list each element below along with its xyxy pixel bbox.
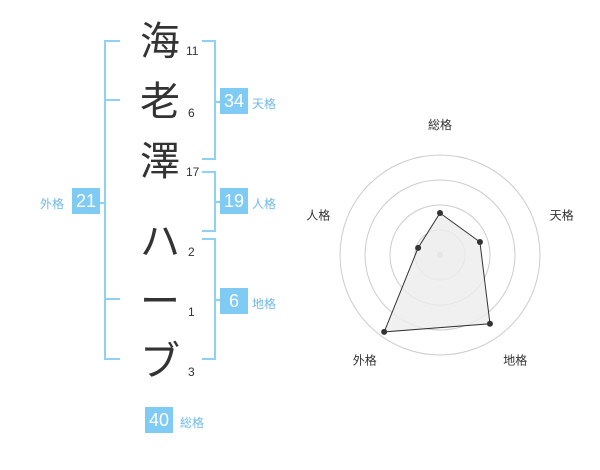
tenkaku-value: 34: [220, 88, 248, 114]
chikaku-value: 6: [220, 288, 248, 314]
radar-point-4: [381, 328, 388, 335]
soukaku-label: 総格: [180, 416, 205, 430]
radar-score-polygon: [383, 212, 491, 333]
gaikaku-label: 外格: [40, 197, 65, 211]
radar-point-5: [415, 244, 422, 251]
radar-point-2: [476, 239, 483, 246]
jinkaku-value: 19: [220, 188, 248, 214]
name-char-2: 老: [140, 79, 180, 125]
name-char-5: ー: [140, 279, 180, 325]
name-char-4: ハ: [140, 219, 180, 265]
stroke-count-3: 17: [186, 165, 200, 179]
tenkaku-label: 天格: [252, 97, 277, 111]
tenkaku-connector: [214, 101, 222, 103]
stroke-count-6: 3: [188, 365, 195, 379]
radar-axis-label-4: 外格: [353, 353, 377, 368]
chikaku-label: 地格: [252, 297, 277, 311]
tenkaku-bracket: [202, 40, 216, 160]
soukaku-value: 40: [145, 407, 173, 433]
radar-axis-label-3: 地格: [503, 353, 527, 368]
radar-point-1: [437, 210, 443, 216]
radar-ring-3: [364, 179, 516, 331]
name-char-1: 海: [140, 19, 180, 65]
jinkaku-connector: [214, 201, 222, 203]
gaikaku-value: 21: [72, 188, 100, 214]
chikaku-connector: [214, 299, 222, 301]
gaikaku-bracket-tick-bottom: [104, 298, 120, 300]
radar-ring-4: [339, 154, 541, 356]
radar-axis-label-5: 人格: [306, 207, 330, 222]
gaikaku-bracket-tick-top: [104, 99, 120, 101]
radar-axis-label-2: 天格: [550, 207, 574, 222]
name-char-6: ブ: [140, 339, 180, 385]
stroke-count-4: 2: [188, 245, 195, 259]
stroke-count-1: 11: [186, 44, 199, 58]
jinkaku-label: 人格: [252, 197, 277, 211]
gaikaku-connector: [98, 202, 106, 204]
radar-axis-label-1: 総格: [428, 117, 452, 132]
radar-point-3: [486, 320, 493, 327]
stroke-count-2: 6: [188, 106, 195, 120]
stroke-count-5: 1: [188, 305, 195, 319]
name-char-3: 澤: [140, 139, 180, 185]
gaikaku-bracket: [104, 40, 120, 360]
